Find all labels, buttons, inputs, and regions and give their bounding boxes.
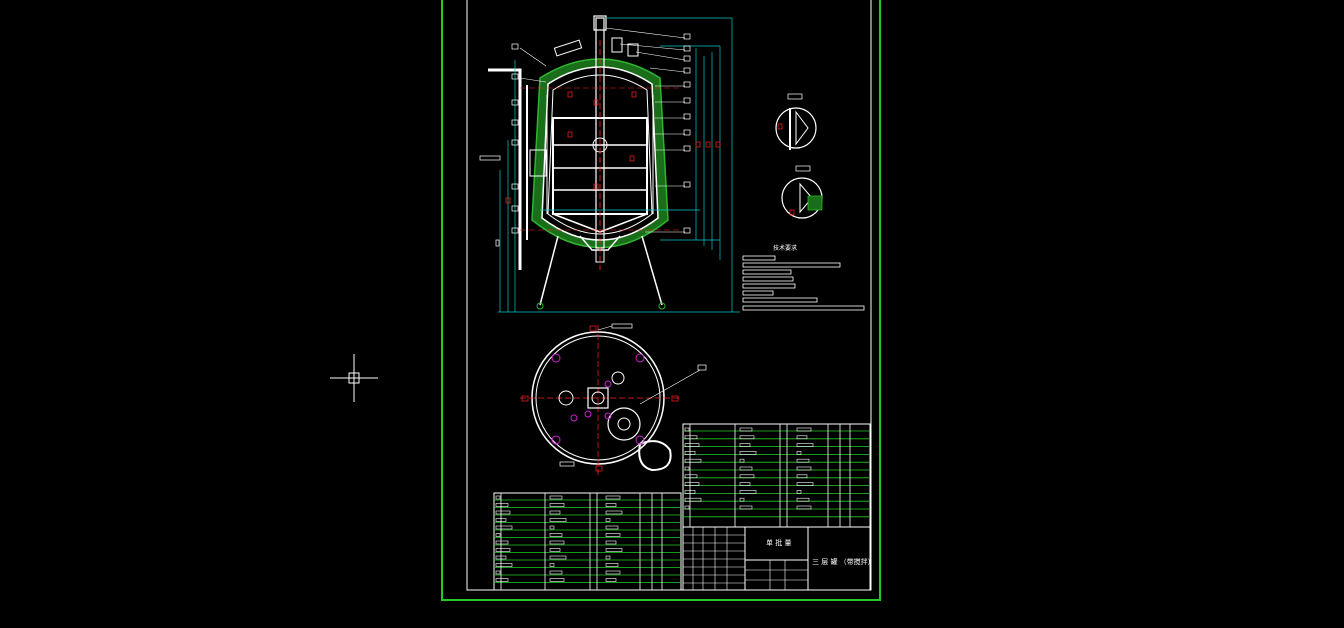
table-cell-placeholder [549, 578, 565, 582]
notes-heading: 技术要求 [773, 244, 797, 252]
table-cell-placeholder [796, 474, 808, 479]
table-cell-placeholder [495, 495, 501, 500]
table-cell-placeholder [605, 540, 617, 545]
table-cell-placeholder [739, 451, 757, 455]
technical-notes: 技术要求 [742, 244, 865, 311]
table-cell-placeholder [495, 548, 511, 552]
table-cell-placeholder [605, 563, 619, 567]
title-block-drawing-title: 三 层 罐 （带搅拌） [812, 557, 875, 566]
vessel-plan-view [520, 323, 707, 475]
title-block-company: 单 批 量 [766, 538, 791, 547]
table-cell-placeholder [549, 533, 563, 537]
table-cell-placeholder [796, 490, 802, 494]
table-cell-placeholder [739, 466, 753, 471]
table-cell-placeholder [549, 563, 555, 567]
table-cell-placeholder [684, 497, 702, 502]
table-cell-placeholder [605, 518, 611, 522]
detail-view-a [775, 93, 817, 150]
table-cell-placeholder [796, 435, 808, 440]
parts-list-right [682, 423, 871, 528]
table-cell-placeholder [495, 563, 513, 567]
table-cell-placeholder [495, 518, 507, 522]
table-cell-placeholder [605, 548, 623, 552]
table-cell-placeholder [739, 458, 745, 463]
table-cell-placeholder [549, 540, 565, 545]
table-cell-placeholder [684, 474, 698, 479]
table-cell-placeholder [495, 525, 513, 530]
table-cell-placeholder [495, 503, 509, 507]
table-cell-placeholder [796, 466, 812, 471]
table-cell-placeholder [739, 482, 751, 486]
table-cell-placeholder [549, 510, 561, 515]
table-cell-placeholder [605, 570, 621, 575]
table-cell-placeholder [549, 495, 563, 500]
table-cell-placeholder [605, 533, 621, 537]
table-cell-placeholder [549, 548, 561, 552]
table-cell-placeholder [605, 495, 621, 500]
table-cell-placeholder [739, 427, 753, 432]
table-cell-placeholder [796, 427, 812, 432]
table-cell-placeholder [684, 505, 690, 510]
table-cell-placeholder [549, 555, 567, 560]
crosshair-cursor-icon [330, 354, 378, 402]
table-cell-placeholder [739, 435, 755, 440]
table-cell-placeholder [739, 443, 751, 447]
table-cell-placeholder [739, 505, 753, 510]
table-cell-placeholder [684, 458, 702, 463]
table-cell-placeholder [495, 570, 501, 575]
table-cell-placeholder [605, 503, 617, 507]
table-cell-placeholder [739, 497, 745, 502]
table-cell-placeholder [495, 578, 509, 582]
table-cell-placeholder [684, 466, 690, 471]
table-cell-placeholder [739, 474, 755, 479]
table-cell-placeholder [796, 482, 814, 486]
table-cell-placeholder [549, 525, 555, 530]
title-block: 单 批 量 三 层 罐 （带搅拌） [682, 526, 875, 591]
parts-list-left [493, 492, 682, 591]
table-cell-placeholder [796, 451, 802, 455]
table-cell-placeholder [796, 458, 810, 463]
table-cell-placeholder [605, 525, 619, 530]
vessel-elevation-view [479, 15, 740, 313]
table-cell-placeholder [684, 427, 690, 432]
table-cell-placeholder [796, 443, 814, 447]
table-cell-placeholder [684, 451, 696, 455]
table-cell-placeholder [739, 490, 757, 494]
table-cell-placeholder [684, 490, 696, 494]
table-cell-placeholder [549, 503, 565, 507]
table-cell-placeholder [684, 443, 700, 447]
table-cell-placeholder [684, 435, 698, 440]
table-cell-placeholder [605, 555, 611, 560]
table-cell-placeholder [684, 482, 700, 486]
table-cell-placeholder [605, 578, 617, 582]
table-cell-placeholder [549, 518, 567, 522]
table-cell-placeholder [549, 570, 563, 575]
table-cell-placeholder [495, 510, 511, 515]
table-cell-placeholder [605, 510, 623, 515]
detail-view-b [781, 165, 823, 219]
table-cell-placeholder [495, 555, 507, 560]
table-cell-placeholder [796, 505, 812, 510]
table-cell-placeholder [796, 497, 810, 502]
table-cell-placeholder [495, 533, 501, 537]
table-cell-placeholder [495, 540, 509, 545]
